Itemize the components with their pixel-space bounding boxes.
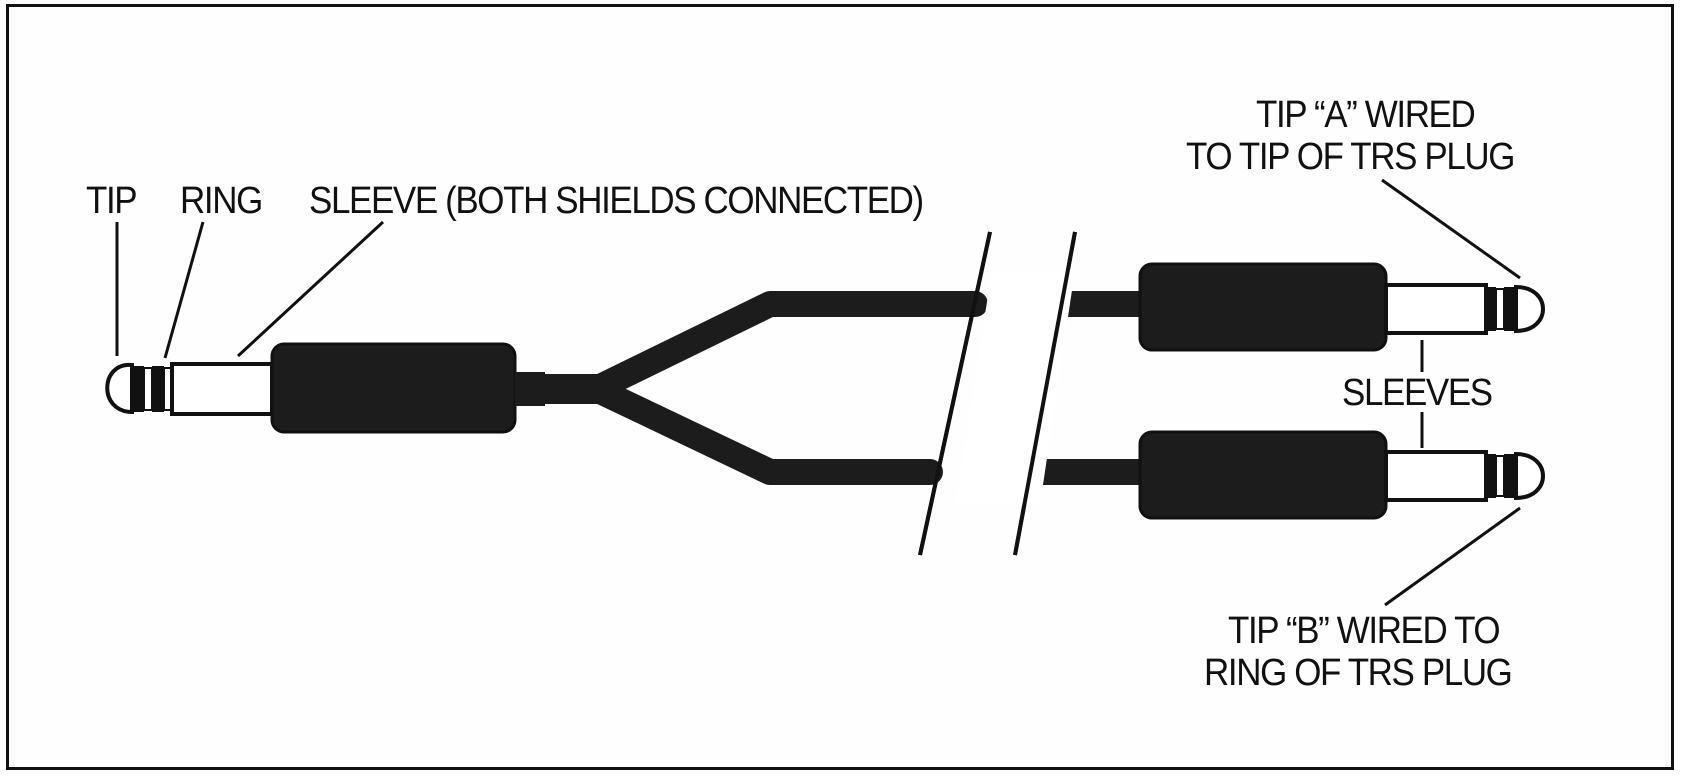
leader-lines bbox=[115, 178, 1521, 607]
cable-branch-b bbox=[585, 377, 943, 485]
label-tip-b-line1: TIP “B” WIRED TO bbox=[1228, 610, 1501, 652]
leader-sleeve bbox=[236, 220, 385, 358]
trs-plug-tip bbox=[105, 362, 134, 415]
leader-tip-b bbox=[1384, 506, 1521, 607]
trs-plug-b bbox=[1138, 430, 1545, 520]
label-tip-a-line2: TO TIP OF TRS PLUG bbox=[1186, 136, 1515, 178]
label-tip: TIP bbox=[86, 180, 138, 222]
leader-tip-a bbox=[1381, 178, 1521, 280]
trs-plug-ring bbox=[132, 366, 144, 412]
cable-break-marks bbox=[918, 231, 1077, 556]
label-sleeve: SLEEVE (BOTH SHIELDS CONNECTED) bbox=[309, 180, 924, 222]
trs-plug-sleeve bbox=[170, 362, 274, 416]
cable-split bbox=[525, 291, 1158, 485]
trs-plug-b-body bbox=[1138, 430, 1388, 520]
leader-ring bbox=[163, 221, 205, 359]
cable-branch-a bbox=[585, 291, 988, 401]
trs-plug-body bbox=[270, 342, 517, 434]
label-tip-b-line2: RING OF TRS PLUG bbox=[1204, 652, 1513, 694]
trs-plug-left bbox=[105, 342, 545, 434]
trs-plug-a-body bbox=[1138, 262, 1388, 352]
label-ring: RING bbox=[180, 180, 263, 222]
label-sleeves: SLEEVES bbox=[1342, 372, 1493, 414]
label-tip-a-line1: TIP “A” WIRED bbox=[1256, 94, 1476, 136]
trs-plug-a bbox=[1138, 262, 1545, 352]
